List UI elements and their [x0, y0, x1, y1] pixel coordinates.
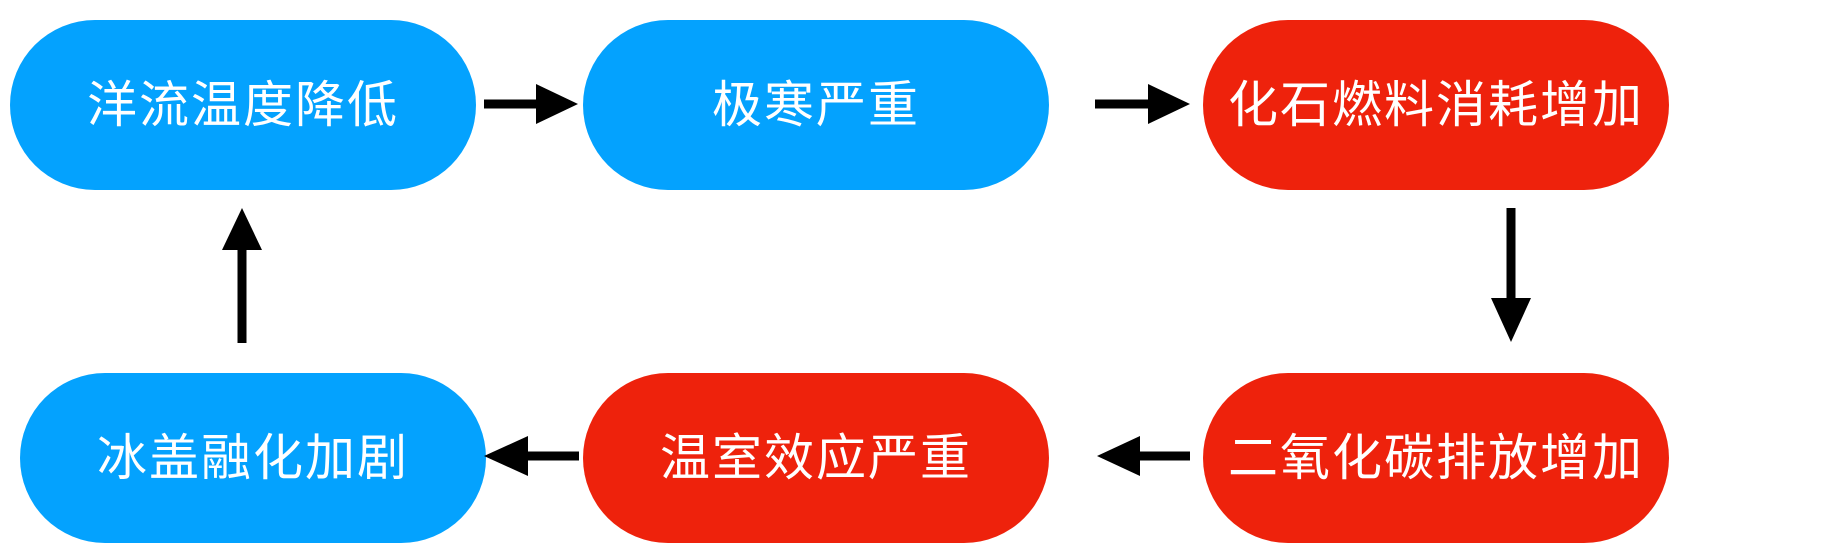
node-greenhouse-severe: 温室效应严重 [583, 373, 1049, 543]
node-fossil-fuel-increase: 化石燃料消耗增加 [1203, 20, 1669, 190]
arrow-up-icon [222, 208, 262, 343]
arrow-right-icon [1095, 84, 1190, 124]
node-severe-cold: 极寒严重 [583, 20, 1049, 190]
node-label: 冰盖融化加剧 [97, 429, 409, 487]
node-label: 洋流温度降低 [87, 76, 399, 134]
node-ice-melt-accelerate: 冰盖融化加剧 [20, 373, 486, 543]
arrow-right-icon [484, 84, 578, 124]
node-co2-emission-increase: 二氧化碳排放增加 [1203, 373, 1669, 543]
node-label: 温室效应严重 [660, 429, 972, 487]
node-ocean-temp-drop: 洋流温度降低 [10, 20, 476, 190]
arrow-down-icon [1491, 208, 1531, 342]
arrow-left-icon [1097, 436, 1190, 476]
node-label: 二氧化碳排放增加 [1228, 429, 1644, 487]
arrow-left-icon [484, 436, 579, 476]
node-label: 化石燃料消耗增加 [1228, 76, 1644, 134]
node-label: 极寒严重 [712, 76, 920, 134]
